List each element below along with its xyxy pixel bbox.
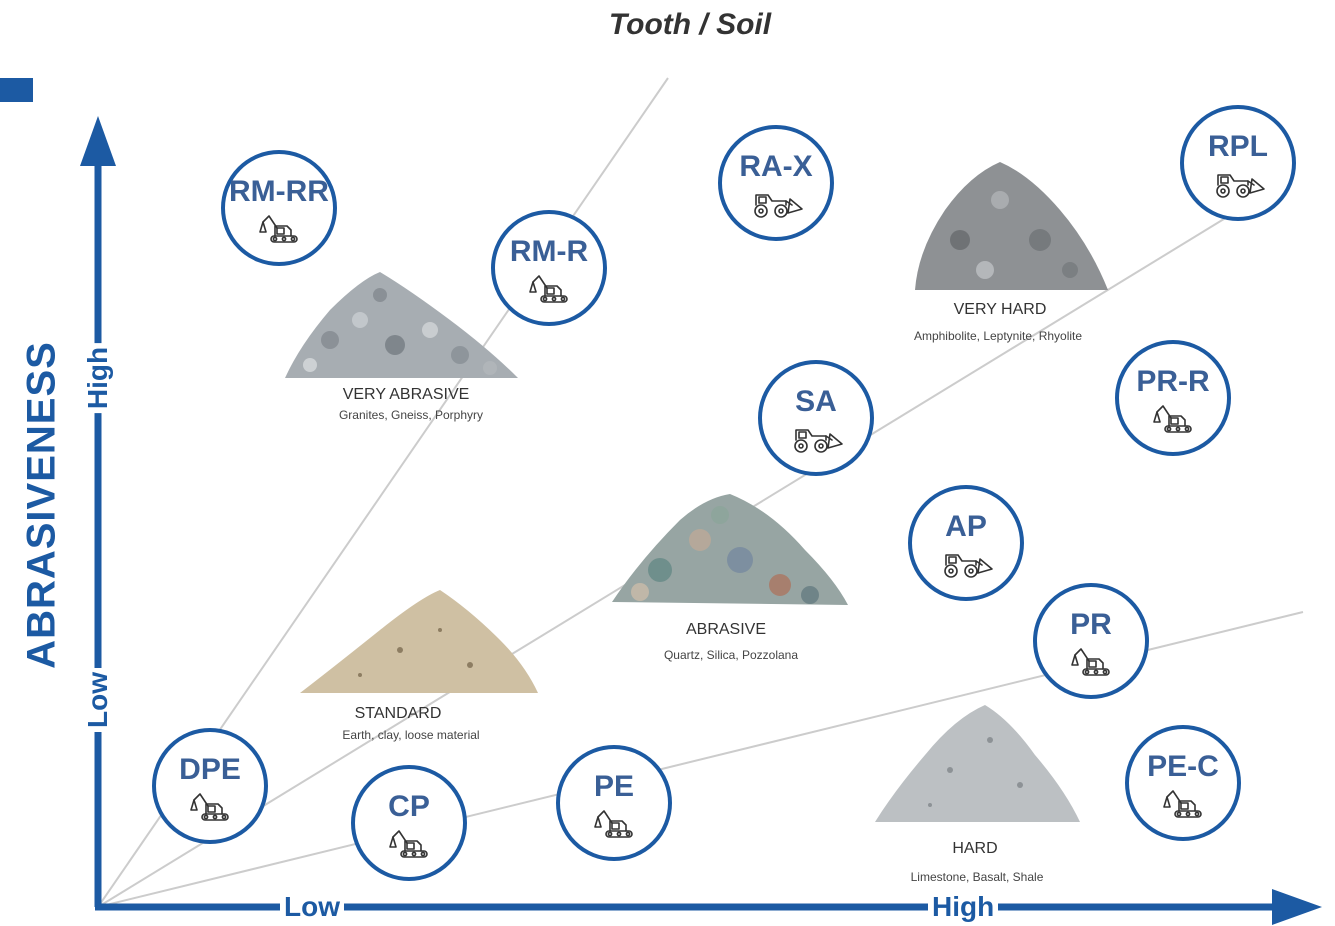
pile-very-hard (915, 162, 1108, 290)
product-code: AP (945, 510, 987, 543)
product-circle-pe[interactable]: PE (556, 745, 672, 861)
diagram-title: Tooth / Soil (608, 8, 772, 41)
product-circle-ap[interactable]: AP (908, 485, 1024, 601)
soil-examples-very-hard: Amphibolite, Leptynite, Rhyolite (913, 329, 1083, 343)
product-circle-sa[interactable]: SA (758, 360, 874, 476)
excavator-icon (594, 810, 633, 838)
product-code: RPL (1208, 130, 1268, 163)
pile-standard (300, 590, 538, 693)
excavator-icon (1163, 790, 1202, 818)
product-circle-rm-r[interactable]: RM-R (491, 210, 607, 326)
product-code: PE (593, 770, 635, 803)
product-circle-rpl[interactable]: RPL (1180, 105, 1296, 221)
pile-hard (875, 705, 1080, 822)
product-circle-pr[interactable]: PR (1033, 583, 1149, 699)
product-code: RA-X (739, 150, 813, 183)
product-circle-rm-rr[interactable]: RM-RR (221, 150, 337, 266)
product-code: CP (388, 790, 430, 823)
product-code: RM-RR (229, 175, 329, 208)
product-circle-ra-x[interactable]: RA-X (718, 125, 834, 241)
loader-icon (794, 429, 843, 453)
product-code: PR-R (1136, 365, 1210, 398)
product-code: RM-R (509, 235, 589, 268)
soil-name-very-hard: VERY HARD (953, 301, 1047, 318)
soil-name-very-abrasive: VERY ABRASIVE (342, 386, 470, 403)
excavator-icon (1071, 648, 1110, 676)
x-axis-arrowhead (1272, 889, 1322, 925)
soil-name-hard: HARD (952, 840, 998, 857)
loader-icon (1216, 174, 1265, 198)
soil-examples-abrasive: Quartz, Silica, Pozzolana (663, 648, 799, 662)
loader-icon (944, 554, 993, 578)
soil-examples-very-abrasive: Granites, Gneiss, Porphyry (338, 408, 484, 422)
corner-brand-mark (0, 78, 33, 102)
soil-name-standard: STANDARD (354, 705, 442, 722)
excavator-icon (529, 275, 568, 303)
excavator-icon (389, 830, 428, 858)
y-axis (80, 116, 116, 907)
product-code: PE-C (1147, 750, 1219, 783)
y-axis-high-label: High (82, 342, 113, 414)
product-circle-dpe[interactable]: DPE (152, 728, 268, 844)
soil-name-abrasive: ABRASIVE (685, 621, 767, 638)
excavator-icon (259, 215, 298, 243)
x-axis-low-label: Low (280, 892, 344, 922)
product-code: PR (1070, 608, 1112, 641)
x-axis-high-label: High (928, 892, 999, 922)
y-axis-title: ABRASIVENESS (19, 341, 64, 669)
y-axis-arrowhead (80, 116, 116, 166)
product-code: SA (795, 385, 837, 418)
product-circle-cp[interactable]: CP (351, 765, 467, 881)
loader-icon (754, 194, 803, 218)
y-axis-low-label: Low (82, 668, 113, 732)
pile-abrasive (612, 494, 848, 605)
soil-examples-hard: Limestone, Basalt, Shale (910, 870, 1044, 884)
soil-examples-standard: Earth, clay, loose material (342, 728, 480, 742)
product-circle-pe-c[interactable]: PE-C (1125, 725, 1241, 841)
excavator-icon (1153, 405, 1192, 433)
excavator-icon (190, 793, 229, 821)
pile-very-abrasive (285, 272, 518, 378)
product-code: DPE (179, 753, 241, 786)
product-circle-pr-r[interactable]: PR-R (1115, 340, 1231, 456)
